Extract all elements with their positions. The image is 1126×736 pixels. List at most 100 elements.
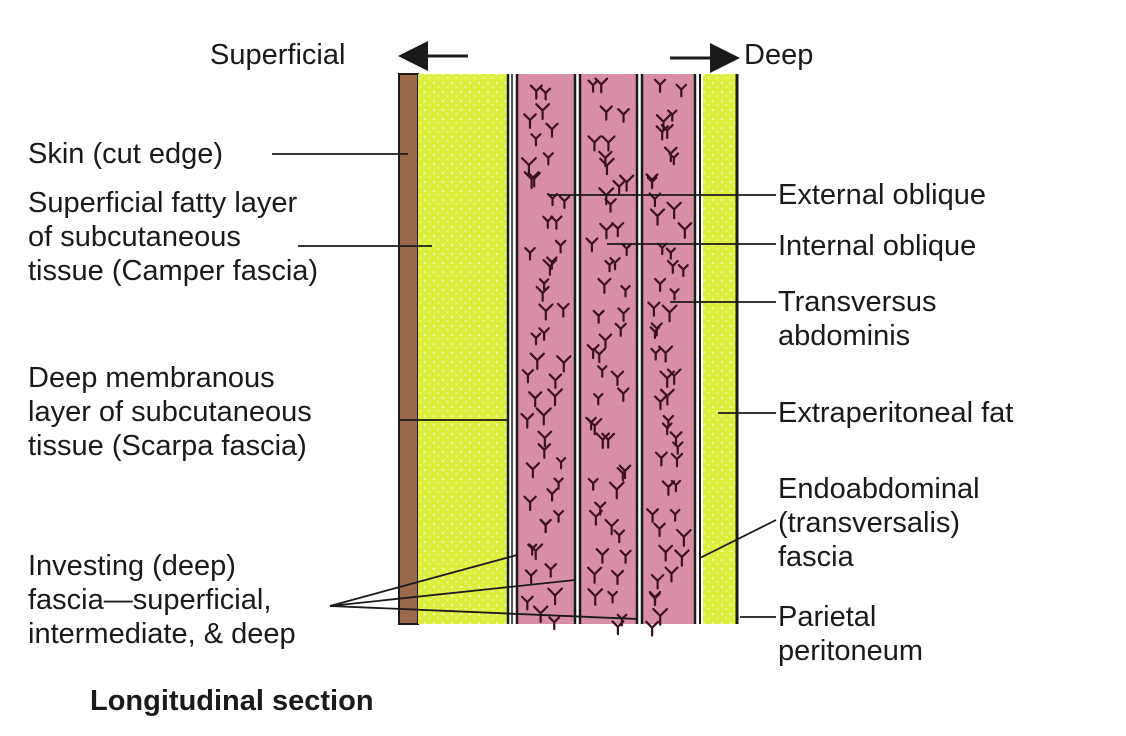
muscle-fiber: [547, 587, 563, 606]
muscle-fiber: [595, 432, 611, 450]
muscle-fiber: [547, 388, 563, 407]
muscle-fiber: [598, 333, 613, 350]
muscle-fiber: [608, 481, 625, 500]
muscle-fiber: [619, 549, 632, 564]
section-caption: Longitudinal section: [90, 685, 374, 717]
scarpa-fascia-label: Deep membranous layer of subcutaneous ti…: [28, 361, 312, 463]
muscle-fiber: [523, 171, 540, 190]
muscle-fiber: [669, 508, 681, 522]
muscle-fibers: [520, 77, 693, 637]
muscle-fiber: [545, 122, 559, 138]
transversus-label-line: Transversus: [778, 286, 937, 318]
muscle-fiber: [645, 620, 660, 637]
muscle-fiber: [650, 573, 665, 590]
muscle-fiber: [592, 309, 605, 324]
muscle-fiber: [550, 215, 563, 230]
deep-label: Deep: [744, 39, 814, 71]
muscle-fiber: [675, 83, 688, 98]
muscle-fiber: [609, 256, 621, 271]
muscle-fiber: [598, 150, 613, 168]
muscle-fiber: [540, 87, 552, 101]
parietal-peritoneum-label: Parietal peritoneum: [778, 600, 923, 668]
muscle-fiber: [599, 157, 615, 176]
camper-label-line: of subcutaneous: [28, 221, 241, 253]
muscle-fiber: [666, 201, 682, 220]
muscle-fiber: [542, 152, 554, 166]
muscle-fiber: [650, 347, 662, 361]
superficial-label: Superficial: [210, 39, 346, 71]
skin-label: Skin (cut edge): [28, 137, 223, 171]
muscle-fiber: [521, 369, 535, 384]
extraperitoneal-label-line: Extraperitoneal fat: [778, 397, 1014, 429]
muscle-fiber: [530, 332, 542, 346]
scarpa-label-line: Deep membranous: [28, 362, 275, 394]
skin-layer: [398, 73, 419, 625]
muscle-fiber: [587, 477, 599, 491]
extraperitoneal-fat-label: Extraperitoneal fat: [778, 396, 1013, 430]
muscle-fiber: [611, 221, 625, 238]
muscle-fiber: [661, 480, 676, 496]
muscle-fiber: [539, 518, 552, 534]
muscle-fiber: [654, 395, 667, 411]
muscle-fiber: [612, 179, 626, 196]
muscle-fiber: [538, 327, 551, 341]
muscle-fiber: [588, 509, 603, 526]
skin-label-line: Skin (cut edge): [28, 138, 224, 170]
muscle-fiber: [537, 430, 553, 448]
muscle-fiber: [664, 566, 679, 583]
muscle-fiber: [527, 171, 541, 188]
muscle-fiber: [655, 125, 669, 141]
muscle-fiber: [661, 304, 678, 323]
muscle-fiber: [610, 370, 625, 387]
investing-label-line: intermediate, & deep: [28, 618, 296, 650]
muscle-fiber: [538, 303, 554, 321]
muscle-fiber: [653, 522, 666, 538]
leader-lines: [272, 153, 777, 620]
muscle-fiber: [653, 78, 667, 93]
muscle-fiber: [610, 569, 625, 586]
muscle-fiber: [613, 529, 626, 544]
muscle-fiber: [662, 414, 675, 429]
scarpa-label-line: tissue (Scarpa fascia): [28, 430, 307, 462]
muscle-fiber: [661, 422, 673, 436]
muscle-fiber: [614, 322, 627, 337]
muscle-fiber: [666, 368, 682, 386]
muscle-fiber: [669, 288, 680, 301]
muscle-fiber: [659, 388, 675, 406]
muscle-fiber: [604, 259, 615, 273]
transversus-abdominis-label: Transversus abdominis: [778, 285, 936, 353]
muscle-fiber: [677, 264, 689, 278]
muscle-fiber: [529, 84, 543, 100]
investing-fascia-lines: [515, 74, 697, 624]
muscle-fiber: [668, 152, 680, 166]
muscle-fiber: [535, 407, 552, 426]
muscle-fiber: [554, 239, 567, 254]
muscle-fiber: [674, 549, 690, 567]
investing-fascia-label: Investing (deep) fascia—superficial, int…: [28, 549, 296, 651]
muscle-fiber: [546, 488, 558, 502]
muscle-fiber: [601, 432, 616, 449]
muscle-fiber: [527, 543, 538, 556]
muscle-fiber: [596, 365, 608, 378]
muscle-fiber: [646, 508, 659, 523]
endoabdominal-label-line: fascia: [778, 541, 854, 573]
muscle-fiber: [599, 222, 614, 240]
muscle-fiber: [556, 302, 570, 318]
muscle-fiber: [677, 222, 693, 239]
muscle-fiber: [587, 566, 603, 584]
muscle-fiber: [595, 548, 610, 564]
muscle-fiber: [537, 443, 552, 459]
muscle-fiber: [599, 105, 613, 121]
muscle-fiber: [524, 569, 538, 584]
muscle-fiber: [530, 133, 542, 147]
muscle-fiber: [601, 135, 616, 152]
muscle-fiber: [649, 592, 661, 607]
external-oblique-label-line: External oblique: [778, 179, 986, 211]
muscle-fiber: [647, 301, 661, 317]
muscle-fiber: [585, 416, 598, 431]
muscle-fiber: [646, 176, 658, 190]
muscle-fiber: [542, 259, 558, 276]
muscle-fiber: [594, 77, 609, 94]
muscle-fiber: [604, 198, 617, 213]
muscle-fiber: [665, 247, 676, 260]
